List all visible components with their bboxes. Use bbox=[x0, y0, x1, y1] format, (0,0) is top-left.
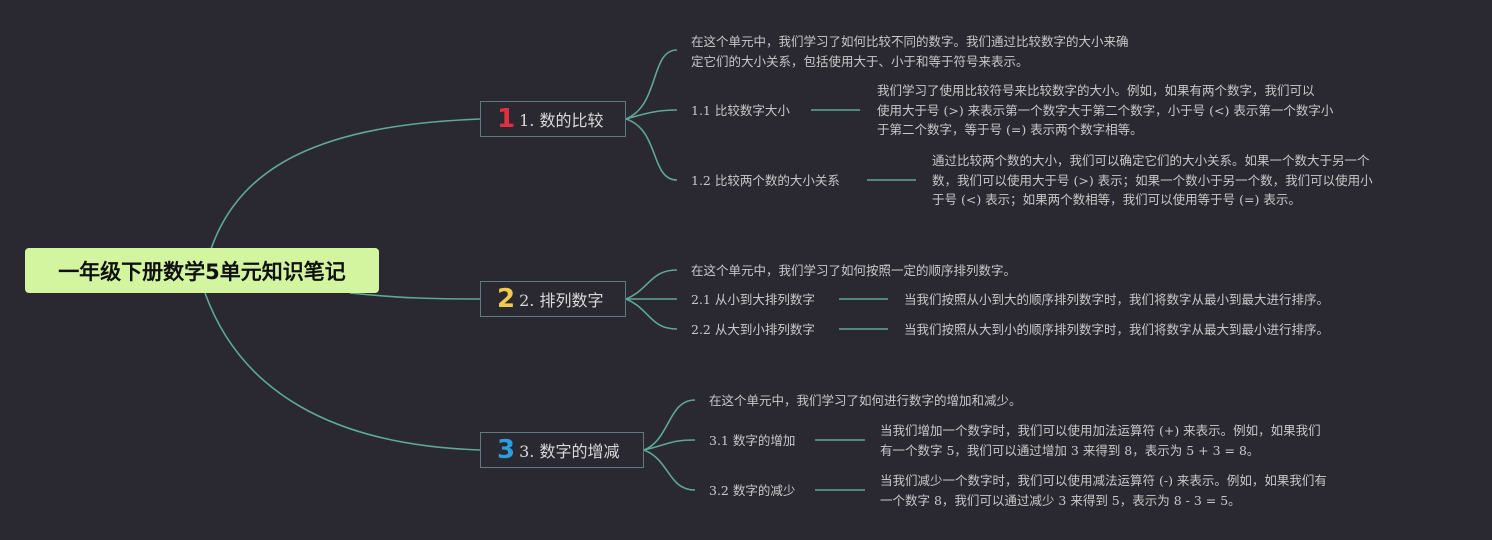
branch-1-intro-line: 在这个单元中，我们学习了如何比较不同的数字。我们通过比较数字的大小来确 bbox=[691, 34, 1129, 49]
branch-1-intro-line: 定它们的大小关系，包括使用大于、小于和等于符号来表示。 bbox=[691, 53, 1029, 69]
branch-2-intro[interactable]: 在这个单元中，我们学习了如何按照一定的顺序排列数字。 bbox=[691, 261, 1016, 281]
branch-3-number-badge: 3 bbox=[497, 435, 516, 465]
branch-2-label: 2. 排列数字 bbox=[519, 291, 604, 310]
detail-line: 有一个数字 5，我们可以通过增加 3 来得到 8，表示为 5 + 3 = 8。 bbox=[880, 442, 1260, 458]
sub-1-1-label[interactable]: 1.1 比较数字大小 bbox=[691, 103, 790, 118]
branch-1-label: 1. 数的比较 bbox=[519, 111, 604, 130]
sub-2-2-detail[interactable]: 当我们按照从大到小的顺序排列数字时，我们将数字从最大到最小进行排序。 bbox=[904, 320, 1329, 340]
detail-line: 一个数字 8，我们可以通过减少 3 来得到 5，表示为 8 - 3 = 5。 bbox=[880, 492, 1241, 508]
branch-1-node[interactable]: 1 1. 数的比较 bbox=[480, 101, 626, 137]
detail-line: 当我们减少一个数字时，我们可以使用减法运算符 (-) 来表示。例如，如果我们有 bbox=[880, 473, 1327, 488]
root-node[interactable]: 一年级下册数学5单元知识笔记 bbox=[25, 248, 379, 293]
branch-1-intro[interactable]: 在这个单元中，我们学习了如何比较不同的数字。我们通过比较数字的大小来确 定它们的… bbox=[691, 32, 1129, 71]
detail-line: 于号 (<) 表示；如果两个数相等，我们可以使用等于号 (=) 表示。 bbox=[932, 192, 1301, 207]
detail-line: 使用大于号 (>) 来表示第一个数字大于第二个数字，小于号 (<) 表示第一个数… bbox=[877, 102, 1334, 118]
branch-2-number-badge: 2 bbox=[497, 284, 516, 314]
root-title: 一年级下册数学5单元知识笔记 bbox=[58, 259, 346, 284]
sub-1-1-detail[interactable]: 我们学习了使用比较符号来比较数字的大小。例如，如果有两个数字，我们可以 使用大于… bbox=[877, 81, 1333, 140]
sub-2-1-detail[interactable]: 当我们按照从小到大的顺序排列数字时，我们将数字从最小到最大进行排序。 bbox=[904, 290, 1329, 310]
branch-3-intro-line: 在这个单元中，我们学习了如何进行数字的增加和减少。 bbox=[709, 393, 1022, 408]
sub-1-2-label[interactable]: 1.2 比较两个数的大小关系 bbox=[691, 173, 840, 188]
branch-3-label: 3. 数字的增减 bbox=[519, 442, 620, 461]
sub-3-2-detail[interactable]: 当我们减少一个数字时，我们可以使用减法运算符 (-) 来表示。例如，如果我们有 … bbox=[880, 471, 1327, 510]
branch-3-node[interactable]: 3 3. 数字的增减 bbox=[480, 432, 644, 468]
detail-line: 我们学习了使用比较符号来比较数字的大小。例如，如果有两个数字，我们可以 bbox=[877, 83, 1315, 98]
detail-line: 当我们按照从大到小的顺序排列数字时，我们将数字从最大到最小进行排序。 bbox=[904, 322, 1330, 337]
branch-2-intro-line: 在这个单元中，我们学习了如何按照一定的顺序排列数字。 bbox=[691, 263, 1017, 278]
detail-line: 于第二个数字，等于号 (=) 表示两个数字相等。 bbox=[877, 122, 1143, 137]
sub-3-1-detail[interactable]: 当我们增加一个数字时，我们可以使用加法运算符 (+) 来表示。例如，如果我们 有… bbox=[880, 421, 1321, 460]
detail-line: 通过比较两个数的大小，我们可以确定它们的大小关系。如果一个数大于另一个 bbox=[932, 153, 1370, 168]
sub-2-2-label[interactable]: 2.2 从大到小排列数字 bbox=[691, 322, 815, 337]
sub-1-2-detail[interactable]: 通过比较两个数的大小，我们可以确定它们的大小关系。如果一个数大于另一个 数，我们… bbox=[932, 151, 1373, 210]
sub-2-1-label[interactable]: 2.1 从小到大排列数字 bbox=[691, 292, 815, 307]
sub-3-2-label[interactable]: 3.2 数字的减少 bbox=[709, 483, 796, 498]
detail-line: 当我们增加一个数字时，我们可以使用加法运算符 (+) 来表示。例如，如果我们 bbox=[880, 423, 1321, 438]
branch-2-node[interactable]: 2 2. 排列数字 bbox=[480, 281, 626, 317]
sub-3-1-label[interactable]: 3.1 数字的增加 bbox=[709, 433, 796, 448]
detail-line: 数，我们可以使用大于号 (>) 表示；如果一个数小于另一个数，我们可以使用小 bbox=[932, 172, 1373, 188]
branch-1-number-badge: 1 bbox=[497, 104, 516, 134]
branch-3-intro[interactable]: 在这个单元中，我们学习了如何进行数字的增加和减少。 bbox=[709, 391, 1022, 411]
detail-line: 当我们按照从小到大的顺序排列数字时，我们将数字从最小到最大进行排序。 bbox=[904, 292, 1330, 307]
